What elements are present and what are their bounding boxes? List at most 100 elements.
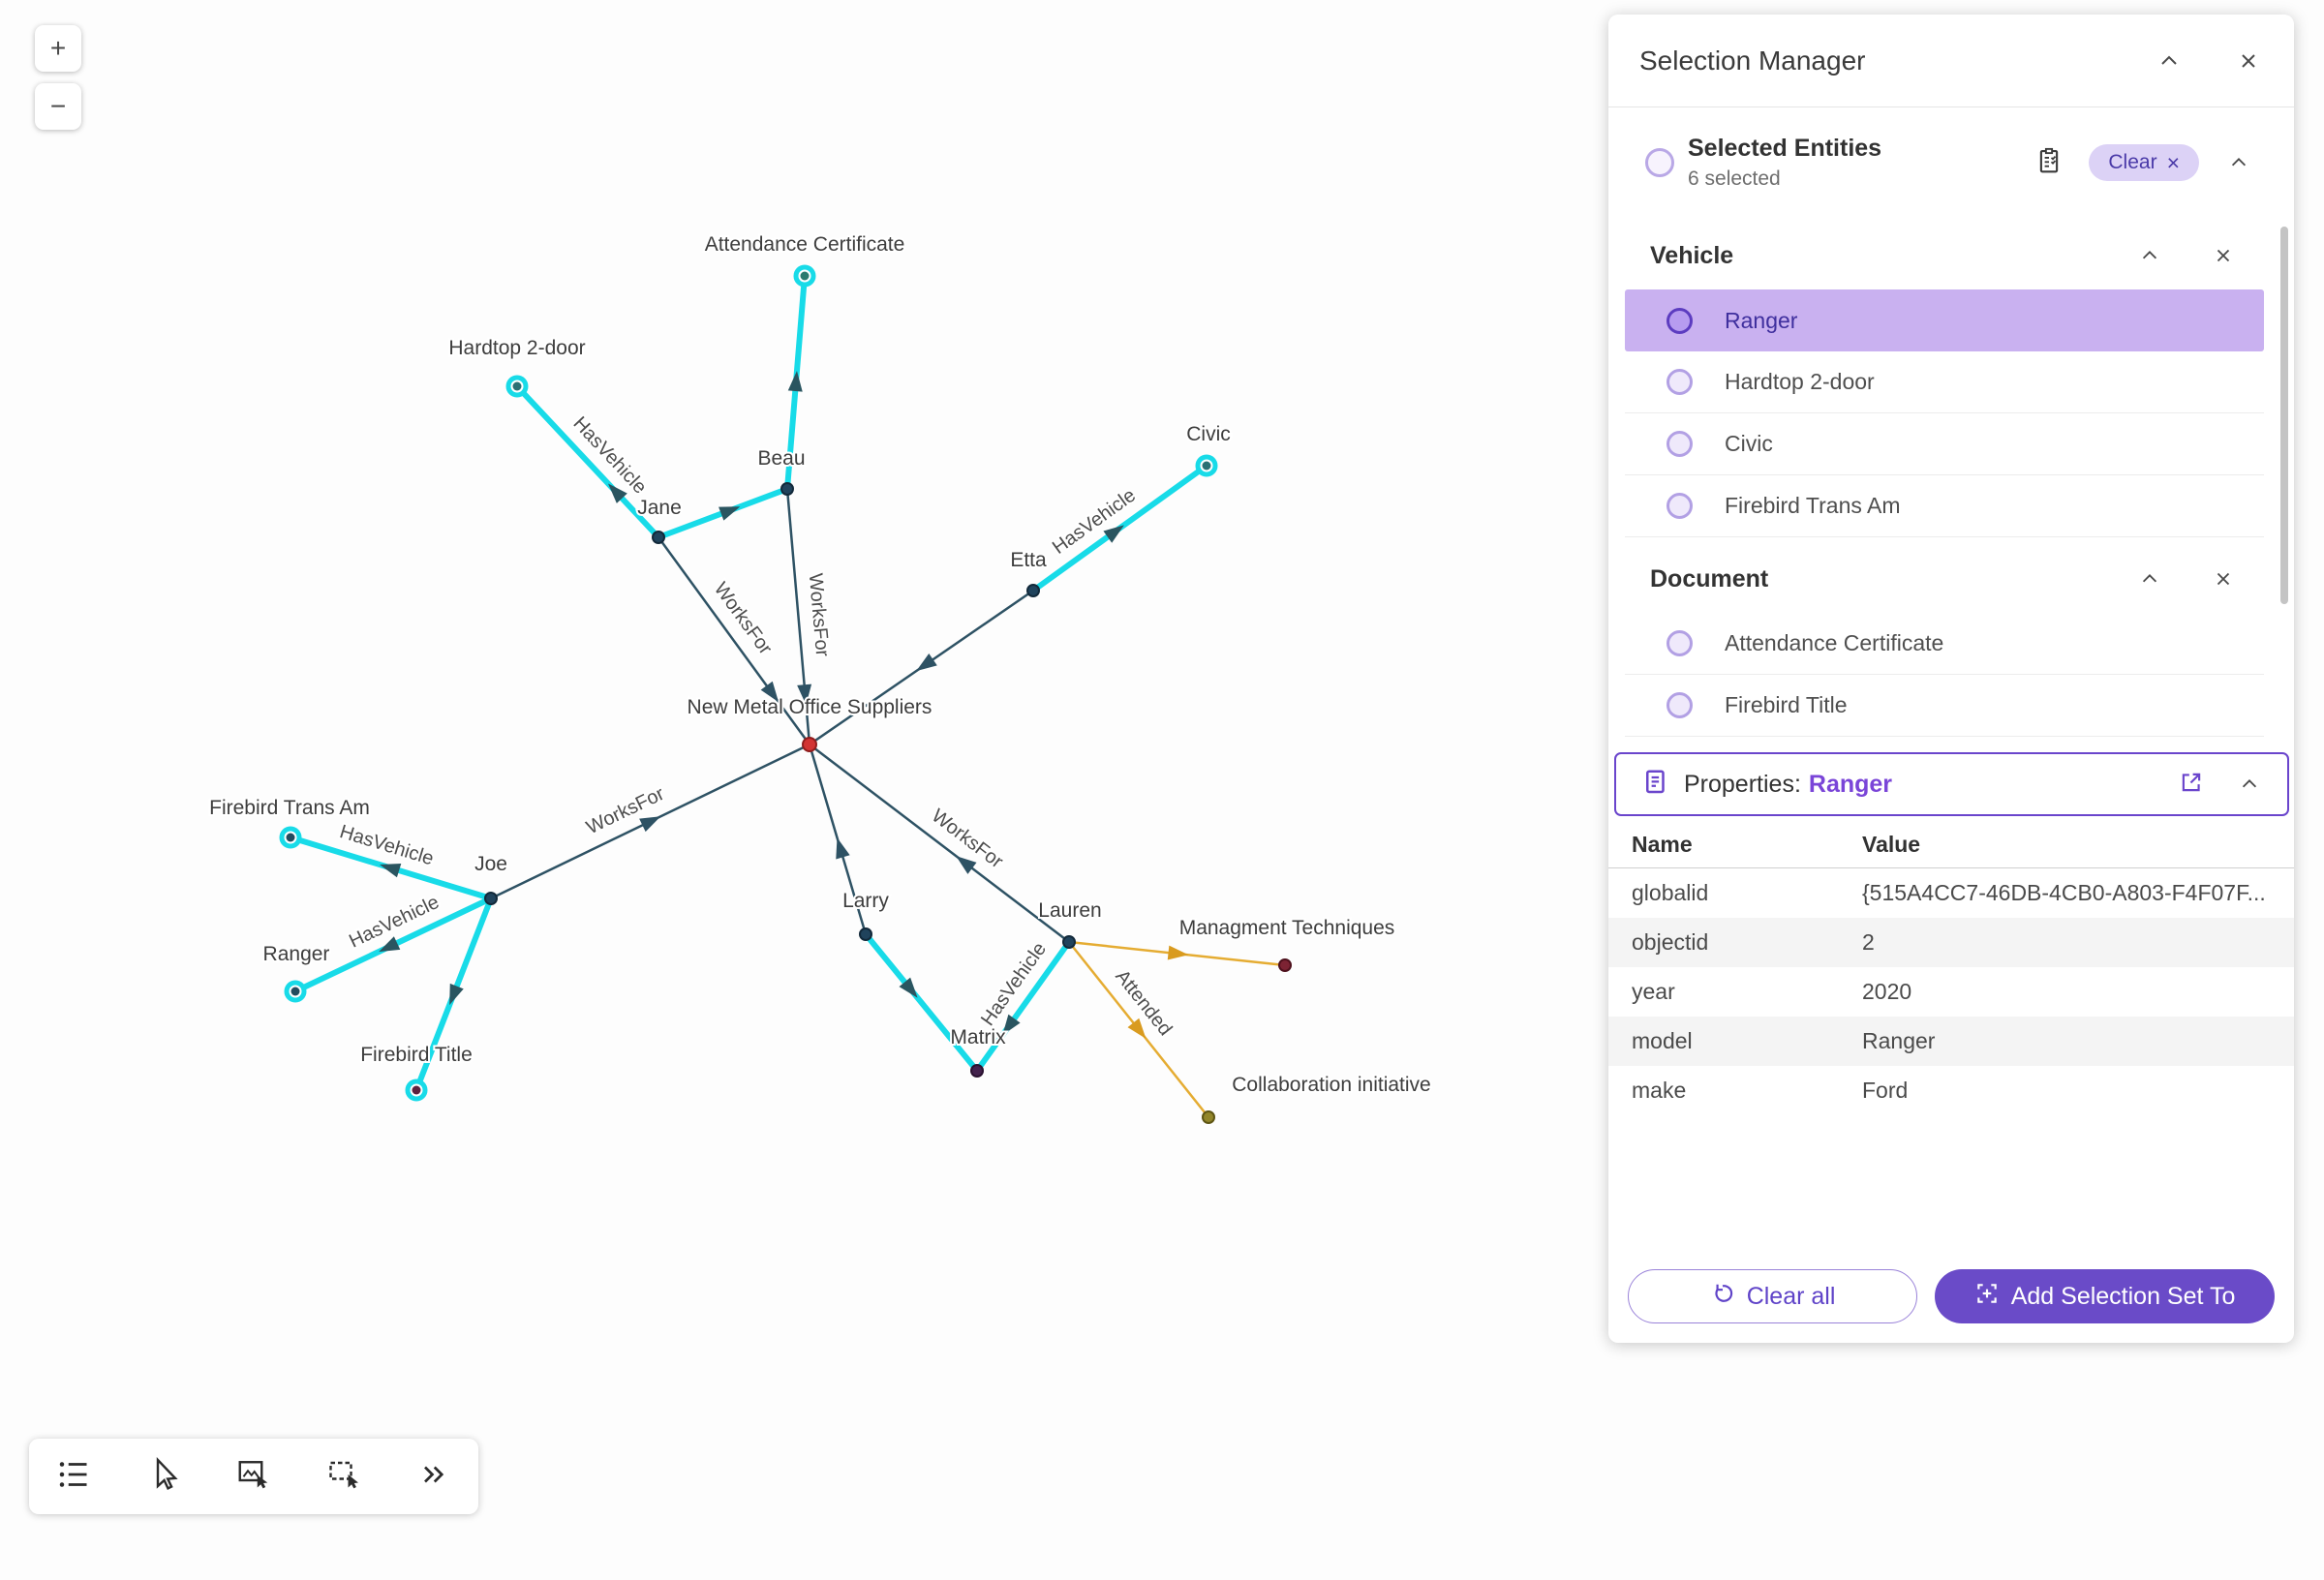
launch-icon	[2179, 770, 2204, 800]
group-title: Vehicle	[1650, 241, 1734, 269]
edge-lauren-matrix[interactable]	[974, 939, 1072, 1074]
arrowhead-etta-company	[916, 653, 937, 672]
entity-circle-icon	[1667, 493, 1693, 519]
toolbar-expand-button[interactable]	[388, 1439, 478, 1514]
node-label-company: New Metal Office Suppliers	[688, 696, 933, 718]
entity-circle-icon	[1667, 431, 1693, 457]
property-value: 2	[1862, 929, 1875, 955]
node-label-matrix: Matrix	[950, 1026, 1006, 1048]
properties-collapse-button[interactable]	[2233, 768, 2266, 801]
entity-circle-icon	[1645, 148, 1674, 177]
node-company[interactable]	[802, 737, 817, 752]
legend-list-button[interactable]	[29, 1439, 119, 1514]
add-selection-set-button[interactable]: Add Selection Set To	[1935, 1269, 2275, 1323]
edge-larry-matrix[interactable]	[863, 931, 980, 1074]
node-lauren[interactable]	[1062, 935, 1076, 949]
node-firebird_title-core	[412, 1085, 421, 1095]
entity-circle-icon	[1667, 369, 1693, 395]
node-attendance_certificate-core	[800, 271, 810, 281]
property-name: objectid	[1632, 929, 1709, 955]
group-close-button[interactable]	[2207, 562, 2240, 595]
panel-footer: Clear all Add Selection Set To	[1608, 1254, 2294, 1343]
select-features-button[interactable]	[209, 1439, 299, 1514]
column-header-value: Value	[1839, 820, 2294, 868]
arrowhead-joe-firebird_title	[449, 983, 464, 1006]
clear-pill-label: Clear	[2108, 151, 2157, 173]
node-label-firebird_title: Firebird Title	[360, 1044, 473, 1066]
arrowhead-jane-hardtop	[608, 483, 627, 503]
select-rectangle-button[interactable]	[298, 1439, 388, 1514]
group-collapse-button[interactable]	[2133, 239, 2166, 272]
node-larry[interactable]	[859, 927, 872, 941]
select-features-icon	[236, 1457, 271, 1497]
clear-all-button[interactable]: Clear all	[1628, 1269, 1918, 1323]
selected-entities-collapse-button[interactable]	[2222, 146, 2255, 179]
table-row: globalid {515A4CC7-46DB-4CB0-A803-F4F07F…	[1608, 868, 2294, 919]
group-vehicle: Vehicle Ranger Hardtop 2-door	[1608, 214, 2294, 537]
node-label-civic: Civic	[1186, 423, 1231, 445]
zoom-in-button[interactable]: +	[35, 25, 81, 72]
node-label-ranger: Ranger	[263, 943, 330, 965]
list-item-firebird-title[interactable]: Firebird Title	[1625, 675, 2264, 737]
arrowhead-lauren-management	[1167, 945, 1189, 960]
list-item-label: Attendance Certificate	[1725, 630, 1944, 655]
list-item-ranger[interactable]: Ranger	[1625, 289, 2264, 351]
node-etta[interactable]	[1026, 584, 1040, 597]
list-item-label: Hardtop 2-door	[1725, 369, 1875, 394]
pointer-tool-button[interactable]	[119, 1439, 209, 1514]
arrowhead-beau-attendance_certificate	[787, 371, 803, 392]
list-item-label: Civic	[1725, 431, 1773, 456]
properties-header[interactable]: Properties: Ranger	[1614, 752, 2289, 816]
list-item-firebird-trans-am[interactable]: Firebird Trans Am	[1625, 475, 2264, 537]
node-label-hardtop: Hardtop 2-door	[448, 337, 585, 359]
clear-pill-x-icon: ×	[2166, 149, 2180, 175]
undo-icon	[1710, 1281, 1735, 1313]
edge-label-joe-firebird_trans_am: HasVehicle	[337, 821, 436, 869]
properties-doc-icon	[1641, 768, 1670, 802]
list-item-label: Ranger	[1725, 307, 1798, 333]
list-item-attendance-certificate[interactable]: Attendance Certificate	[1625, 613, 2264, 675]
property-value: 2020	[1862, 979, 1912, 1004]
node-joe[interactable]	[484, 892, 498, 905]
map-toolbar	[29, 1439, 478, 1514]
entity-circle-icon	[1667, 630, 1693, 656]
panel-collapse-button[interactable]	[2153, 45, 2186, 77]
list-item-civic[interactable]: Civic	[1625, 413, 2264, 475]
node-label-joe: Joe	[474, 853, 507, 875]
arrowhead-joe-company	[639, 816, 661, 833]
node-management[interactable]	[1278, 958, 1292, 972]
edge-lauren-company[interactable]	[808, 743, 1071, 944]
edge-jane-hardtop[interactable]	[514, 383, 661, 540]
node-matrix[interactable]	[970, 1064, 984, 1078]
clear-selection-pill[interactable]: Clear ×	[2089, 144, 2199, 181]
selected-entities-label: Selected Entities	[1688, 135, 1882, 162]
table-row: model Ranger	[1608, 1017, 2294, 1066]
copy-selection-button[interactable]	[2033, 146, 2065, 179]
node-collaboration[interactable]	[1202, 1110, 1215, 1124]
panel-header: Selection Manager	[1608, 15, 2294, 107]
arrowhead-beau-company	[797, 684, 812, 706]
group-close-button[interactable]	[2207, 239, 2240, 272]
node-beau[interactable]	[780, 482, 794, 496]
edge-label-jane-company: WorksFor	[710, 579, 777, 659]
entity-circle-icon	[1667, 307, 1693, 334]
panel-body: Selected Entities 6 selected Clea	[1608, 107, 2294, 1254]
panel-scrollbar[interactable]	[2280, 227, 2288, 604]
property-name: make	[1632, 1078, 1687, 1103]
node-ranger-core	[290, 987, 300, 996]
clear-all-label: Clear all	[1746, 1282, 1836, 1310]
add-frame-icon	[1974, 1281, 2000, 1313]
list-icon	[56, 1457, 91, 1497]
edge-jane-company[interactable]	[657, 535, 811, 746]
node-hardtop-core	[512, 381, 522, 391]
list-item-hardtop[interactable]: Hardtop 2-door	[1625, 351, 2264, 413]
group-collapse-button[interactable]	[2133, 562, 2166, 595]
group-document: Document Attendance Certificate	[1608, 537, 2294, 737]
zoom-out-button[interactable]: −	[35, 83, 81, 130]
open-properties-button[interactable]	[2175, 768, 2208, 801]
panel-close-button[interactable]	[2232, 45, 2265, 77]
node-jane[interactable]	[652, 531, 665, 544]
node-label-larry: Larry	[842, 890, 889, 912]
property-name: year	[1632, 979, 1675, 1004]
